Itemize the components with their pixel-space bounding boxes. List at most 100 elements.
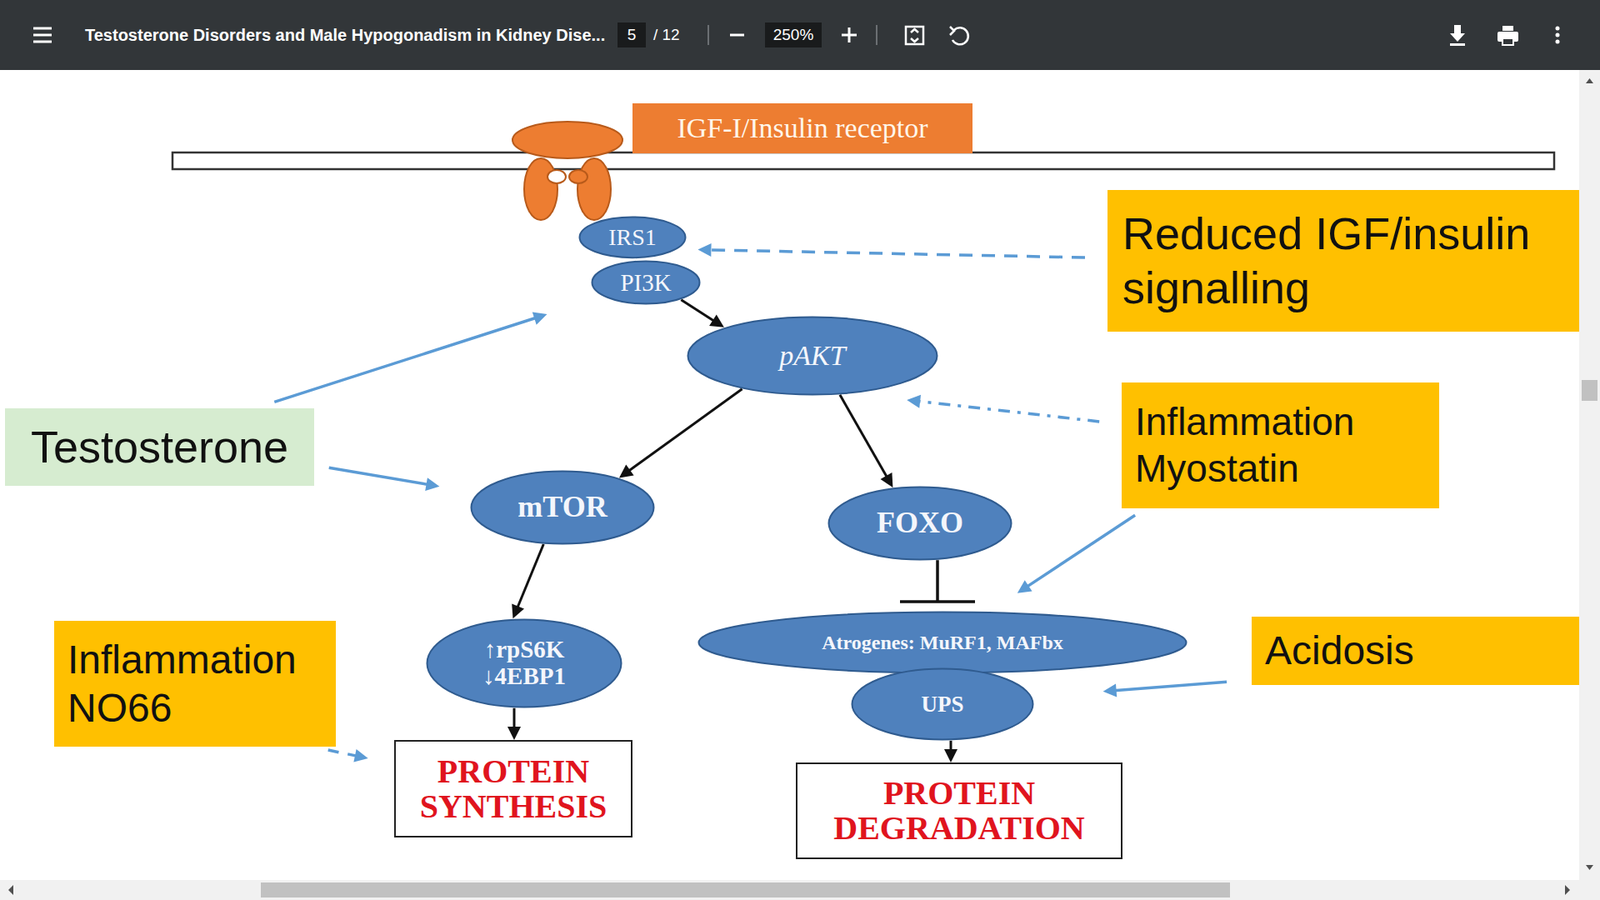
connector-line: [680, 300, 715, 322]
connector: [329, 467, 440, 491]
node-text: Acidosis: [1265, 626, 1415, 675]
connector: [840, 395, 894, 488]
connector: [697, 243, 1085, 258]
text-group: Reduced IGF/insulin signalling: [1122, 206, 1556, 315]
connector: [619, 389, 743, 479]
arrowhead: [709, 314, 725, 327]
connector: [1017, 515, 1135, 593]
node-text: PROTEIN SYNTHESIS: [420, 754, 608, 825]
arrowhead: [511, 604, 525, 620]
zoom-box: [765, 22, 822, 48]
text-group: Atrogenes: MuRF1, MAFbx: [821, 630, 1064, 655]
ellipse-shape: [592, 261, 700, 305]
separator: [707, 25, 710, 45]
connector-line: [935, 560, 940, 602]
arrowhead: [906, 395, 921, 409]
text-group: ↑rpS6K ↓4EBP1: [482, 636, 566, 690]
download-icon: [1450, 25, 1465, 46]
arrowhead: [507, 726, 521, 740]
cell-membrane: [172, 152, 1555, 170]
connector: [507, 708, 521, 740]
connector-line: [708, 250, 1085, 258]
arrowhead: [425, 477, 440, 491]
receptor-site: [569, 170, 588, 184]
receptor-symbol: [512, 121, 623, 220]
text-group: Inflammation NO66: [67, 635, 297, 732]
arrowhead: [944, 749, 958, 763]
toolbar-text: 5: [617, 25, 646, 45]
node-text: Testosterone: [30, 420, 289, 475]
separator: [875, 25, 878, 45]
toolbar-text: / 12: [653, 25, 680, 45]
text-group: PROTEIN SYNTHESIS: [420, 754, 608, 825]
text-group: IRS1: [608, 223, 657, 252]
ellipse-shape: [427, 620, 622, 708]
toolbar-text: 250%: [765, 25, 822, 45]
scroll-arrow: [8, 885, 14, 895]
toolbar-text: Testosterone Disorders and Male Hypogona…: [85, 25, 605, 45]
connector: [944, 740, 958, 763]
text-group: Inflammation Myostatin: [1135, 399, 1355, 491]
connector-line: [1025, 515, 1135, 587]
protein-ellipse: UPS: [850, 667, 1035, 741]
connector-line: [1113, 681, 1227, 691]
text-group: IGF-I/Insulin receptor: [676, 111, 928, 146]
arrowhead: [1103, 684, 1118, 698]
factor-box: Inflammation NO66: [54, 620, 336, 747]
zoom-out-icon: [730, 34, 745, 37]
arrowhead: [532, 311, 548, 325]
ellipse-shape: [852, 669, 1034, 740]
outcome-box: PROTEIN DEGRADATION: [795, 762, 1123, 860]
node-text: IGF-I/Insulin receptor: [676, 111, 928, 146]
page-box: [617, 22, 646, 48]
ellipse-shape: [580, 217, 686, 259]
menu-icon: [33, 28, 52, 42]
connector: [511, 544, 544, 619]
protein-ellipse: Atrogenes: MuRF1, MAFbx: [697, 610, 1188, 675]
protein-ellipse: ↑rpS6K ↓4EBP1: [425, 618, 623, 709]
factor-box: Reduced IGF/insulin signalling: [1107, 190, 1580, 332]
factor-box: Acidosis: [1251, 616, 1580, 685]
node-text: Atrogenes: MuRF1, MAFbx: [821, 630, 1064, 655]
node-text: FOXO: [876, 505, 964, 541]
arrowhead: [1017, 580, 1033, 593]
arrowhead: [619, 465, 635, 479]
node-text: Inflammation Myostatin: [1135, 399, 1355, 491]
node-text: Reduced IGF/insulin signalling: [1122, 206, 1556, 315]
receptor-site: [547, 170, 566, 184]
scroll-arrow: [1565, 885, 1570, 895]
ellipse-shape: [699, 612, 1187, 674]
connector-line: [328, 750, 358, 756]
connector: [906, 395, 1100, 422]
outcome-box: PROTEIN SYNTHESIS: [394, 740, 633, 838]
more-icon: [1555, 26, 1560, 45]
print-icon: [1497, 25, 1519, 45]
node-text: mTOR: [517, 489, 607, 525]
vertical-scrollbar: [1579, 70, 1600, 880]
connector: [1103, 681, 1227, 697]
connector-line: [840, 395, 888, 479]
node-text: ↑rpS6K ↓4EBP1: [482, 636, 566, 690]
connector: [680, 300, 725, 328]
toolbar: [0, 0, 1600, 70]
node-text: PROTEIN DEGRADATION: [833, 775, 1085, 846]
connector-line: [274, 317, 537, 402]
fit-page-icon: [905, 26, 924, 45]
text-group: mTOR: [517, 489, 607, 525]
connector-line: [917, 400, 1100, 422]
inhibition-bar: [900, 600, 975, 604]
horizontal-scrollbar: [0, 880, 1600, 900]
connector-line: [627, 389, 742, 472]
connector-line: [513, 708, 516, 730]
protein-ellipse: mTOR: [470, 470, 655, 545]
text-group: PROTEIN DEGRADATION: [833, 775, 1085, 846]
text-group: FOXO: [876, 505, 964, 541]
zoom-in-icon: [841, 27, 857, 43]
connector-line: [329, 467, 430, 485]
text-group: Acidosis: [1265, 626, 1415, 675]
receptor-label: IGF-I/Insulin receptor: [632, 103, 973, 154]
text-group: PI3K: [620, 268, 671, 298]
scroll-arrow: [1585, 865, 1594, 870]
connector: [274, 311, 547, 402]
ellipse-shape: [829, 487, 1012, 560]
